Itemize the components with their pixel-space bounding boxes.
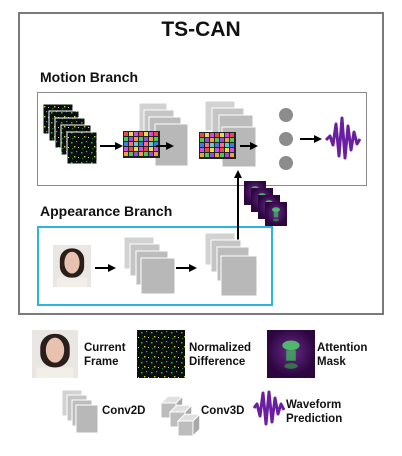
conv2d-block-icon (204, 232, 258, 297)
legend-normalized-difference-line2: Difference (189, 356, 246, 368)
attention-mask-icon (267, 330, 315, 378)
dot-icon (279, 108, 293, 122)
dot-icon (279, 156, 293, 170)
legend-attention-mask-line1: Attention (317, 342, 368, 354)
normalized-difference-icon (137, 330, 185, 378)
appearance-branch-box (37, 226, 273, 306)
legend-attention-mask-line2: Mask (317, 356, 346, 368)
legend-normalized-difference: Normalized Difference (189, 341, 251, 369)
legend-waveform-prediction: Waveform Prediction (286, 398, 342, 426)
dot-icon (279, 132, 293, 146)
motion-branch-box (37, 92, 367, 186)
attention-mask-icon (244, 181, 287, 226)
model-frame (18, 12, 384, 315)
legend-waveform-prediction-line1: Waveform (286, 399, 342, 411)
legend-attention-mask: Attention Mask (317, 341, 367, 369)
legend-waveform-prediction-line2: Prediction (286, 413, 343, 425)
waveform-icon (252, 390, 286, 426)
legend-current-frame-line2: Frame (84, 356, 119, 368)
legend-normalized-difference-line1: Normalized (189, 342, 251, 354)
conv2d-block-icon (123, 236, 176, 295)
legend-current-frame: Current Frame (84, 341, 126, 369)
waveform-icon (324, 116, 362, 160)
legend-conv3d: Conv3D (201, 405, 245, 417)
face-icon (32, 330, 78, 378)
motion-branch-label: Motion Branch (40, 69, 138, 85)
conv2d-block-icon (204, 100, 257, 168)
conv3d-block-icon (159, 395, 201, 438)
diagram-title: TS-CAN (161, 18, 241, 41)
attention-grid-icon (123, 131, 160, 158)
conv2d-block-icon (61, 389, 99, 434)
normalized-difference-stack-icon (42, 103, 98, 165)
appearance-branch-label: Appearance Branch (40, 203, 173, 219)
legend-current-frame-line1: Current (84, 342, 126, 354)
face-icon (53, 245, 91, 287)
legend-conv2d: Conv2D (102, 405, 146, 417)
attention-grid-icon (199, 132, 236, 159)
